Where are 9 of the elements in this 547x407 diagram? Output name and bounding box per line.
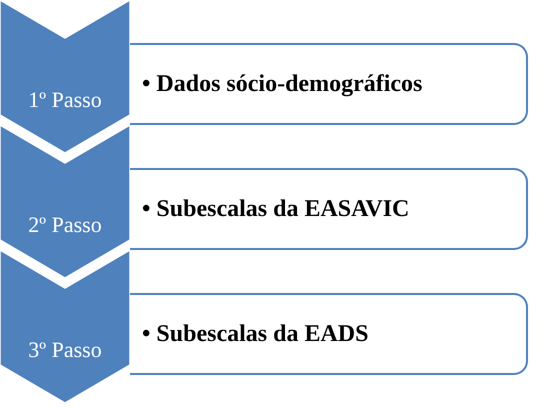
bullet-item: • Dados sócio-demográficos [142, 70, 422, 98]
step-label: 2º Passo [27, 212, 103, 238]
content-card [130, 43, 528, 125]
step-label: 1º Passo [27, 87, 103, 113]
content-card [130, 293, 528, 375]
content-card [130, 168, 528, 250]
bullet-item: • Subescalas da EASAVIC [142, 196, 410, 222]
step-label: 3º Passo [27, 337, 103, 363]
bullet-item: • Subescalas da EADS [142, 320, 368, 348]
